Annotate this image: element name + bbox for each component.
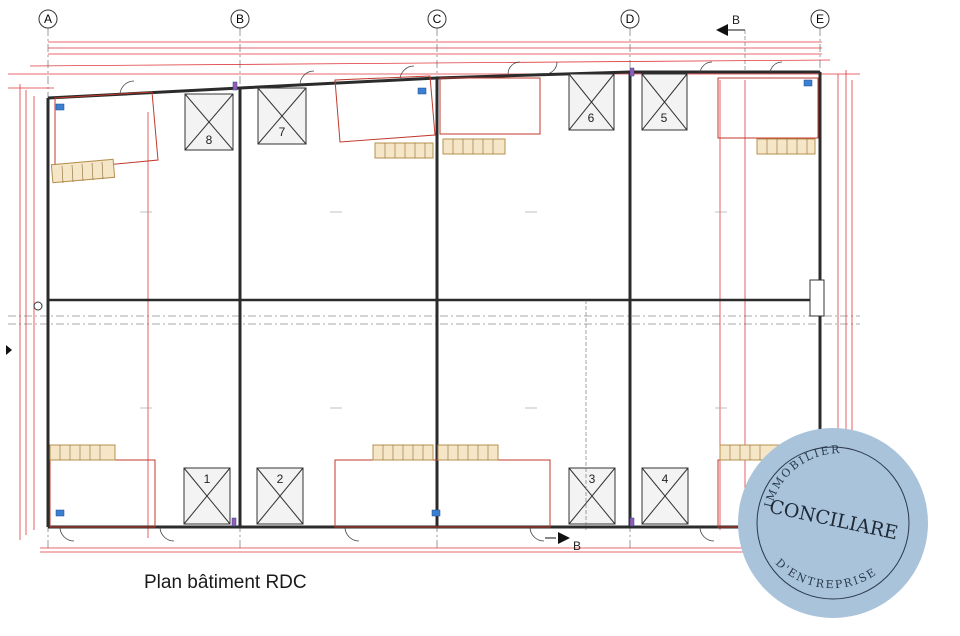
unit-label-5: 5 <box>661 111 668 125</box>
unit-label-6: 6 <box>588 111 595 125</box>
section-label-bottom: B <box>573 539 581 553</box>
axis-label-b: B <box>236 12 244 26</box>
plan-caption: Plan bâtiment RDC <box>144 572 307 593</box>
axis-label-d: D <box>626 12 635 26</box>
unit-label-4: 4 <box>662 472 669 486</box>
loading-docks-top <box>184 73 688 151</box>
section-arrow-bottom <box>558 532 570 544</box>
axis-lines <box>8 28 860 550</box>
axis-label-a: A <box>44 12 52 26</box>
loading-docks-bottom <box>183 467 689 525</box>
unit-label-2: 2 <box>277 472 284 486</box>
side-door <box>809 279 825 317</box>
axis-label-e: E <box>816 12 824 26</box>
unit-label-8: 8 <box>206 133 213 147</box>
axis-label-c: C <box>433 12 442 26</box>
edge-arrow-left <box>6 345 12 355</box>
mezzanines <box>49 75 819 528</box>
door-swings <box>59 61 783 542</box>
unit-label-3: 3 <box>589 472 596 486</box>
side-marker <box>33 301 43 311</box>
section-markers: B B <box>6 13 746 553</box>
section-arrow-top <box>716 24 728 36</box>
dimension-lines <box>8 41 860 553</box>
unit-label-7: 7 <box>279 125 286 139</box>
unit-label-1: 1 <box>204 472 211 486</box>
section-label-top: B <box>732 13 740 27</box>
axis-bubbles: A B C D E <box>38 9 830 29</box>
elevation-marks <box>140 211 727 409</box>
building-walls <box>46 70 822 529</box>
stair-treads <box>59 139 808 460</box>
restroom-fixtures <box>55 67 813 527</box>
conciliare-stamp: IMMOBILIER CONCILIARE D'ENTREPRISE <box>738 428 928 618</box>
